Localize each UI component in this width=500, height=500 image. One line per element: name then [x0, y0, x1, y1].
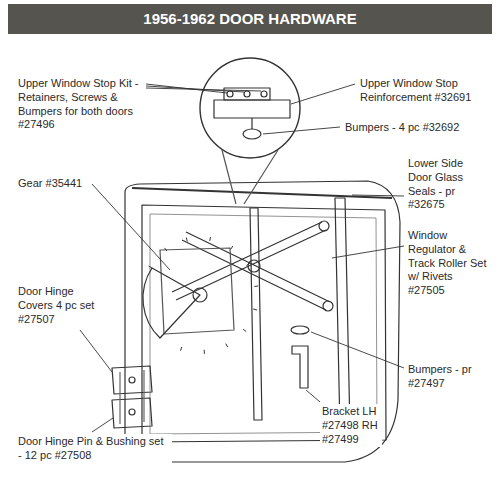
door-glass-seal — [132, 188, 392, 198]
leader-line — [92, 184, 170, 270]
leader-line — [352, 195, 404, 196]
regulator-pivot — [248, 260, 260, 272]
rear-channel — [335, 198, 350, 430]
part-callout: Lower Side Door Glass Seals - pr #32675 — [406, 156, 486, 213]
part-callout: Upper Window Stop Reinforcement #32691 — [358, 76, 488, 106]
door-bumper — [291, 326, 309, 334]
zoom-line — [222, 150, 278, 204]
gear-teeth — [149, 237, 259, 354]
leader-lines — [80, 84, 404, 432]
crank-shaft — [193, 288, 207, 302]
gear-tooth — [149, 266, 152, 268]
gear-tooth — [204, 350, 205, 354]
stop-bumper — [243, 129, 261, 139]
window-stop-reinforcement — [214, 100, 290, 118]
stop-screw — [227, 91, 233, 97]
part-callout: Bracket LH #27498 RH #27499 — [320, 404, 382, 447]
regulator-arm — [182, 232, 330, 310]
gear-tooth — [231, 246, 233, 249]
bumper-stem — [251, 118, 252, 129]
detail-inset — [200, 58, 300, 158]
leader-line — [92, 418, 113, 432]
leader-line — [146, 84, 261, 93]
part-callout: Gear #35441 — [16, 176, 84, 192]
stop-screw — [261, 91, 267, 97]
leader-line — [291, 84, 355, 104]
title-banner: 1956-1962 DOOR HARDWARE — [8, 4, 492, 34]
gear-tooth — [164, 248, 166, 251]
gear-tooth — [254, 285, 258, 287]
part-callout: Door Hinge Pin & Bushing set - 12 pc #27… — [16, 434, 172, 464]
gear-tooth — [243, 329, 246, 331]
gear-tooth — [186, 238, 188, 242]
track-roller — [323, 301, 333, 311]
regulator-plate — [160, 248, 234, 334]
door-bracket — [292, 346, 308, 388]
leader-line — [263, 127, 340, 134]
gear-tooth — [253, 309, 257, 310]
gear-tooth — [160, 335, 163, 338]
part-callout: Bumpers - 4 pc #32692 — [343, 120, 461, 136]
gear-tooth — [209, 237, 211, 241]
gear-tooth — [181, 347, 182, 351]
part-callout: Window Regulator & Track Roller Set w/ R… — [406, 228, 492, 299]
hinge-bolt — [129, 377, 135, 383]
gear-sector — [143, 268, 200, 338]
leader-line — [80, 330, 112, 372]
gear-tooth — [226, 344, 228, 348]
leader-line — [306, 390, 320, 402]
hinge-bolt — [129, 409, 135, 415]
hinge-pin — [120, 370, 144, 424]
gear-tooth — [246, 263, 249, 265]
part-callout: Door Hinge Covers 4 pc set #27507 — [16, 284, 110, 327]
stop-screw — [244, 91, 250, 97]
part-callout: Bumpers - pr #27497 — [406, 362, 488, 392]
leader-line — [311, 332, 404, 368]
front-channel — [250, 208, 262, 420]
door-hinge — [112, 366, 152, 428]
track-roller — [319, 221, 329, 231]
door-shell — [125, 181, 400, 462]
inner-panel-lip — [150, 214, 377, 434]
leader-line — [332, 246, 404, 258]
part-callout: Upper Window Stop Kit - Retainers, Screw… — [16, 76, 146, 133]
